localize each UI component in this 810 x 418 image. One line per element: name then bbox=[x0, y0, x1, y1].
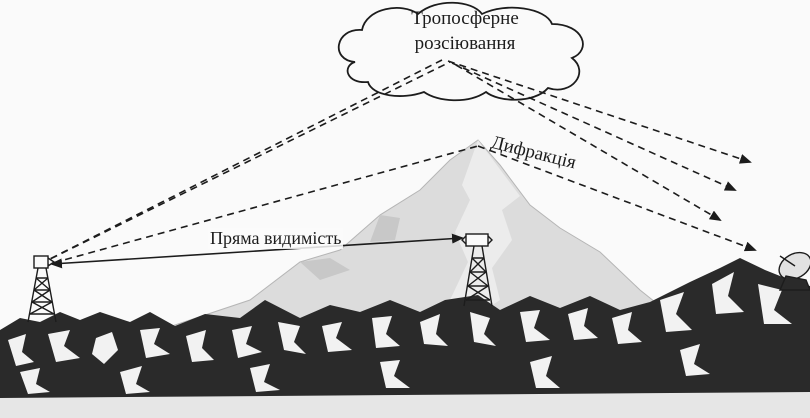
line-of-sight-label: Пряма видимість bbox=[208, 228, 343, 249]
troposcatter-label: Тропосферне розсіювання bbox=[370, 6, 560, 56]
left-antenna-tower bbox=[28, 256, 56, 322]
troposcatter-label-line1: Тропосферне bbox=[370, 6, 560, 31]
troposcatter-label-line2: розсіювання bbox=[370, 31, 560, 56]
